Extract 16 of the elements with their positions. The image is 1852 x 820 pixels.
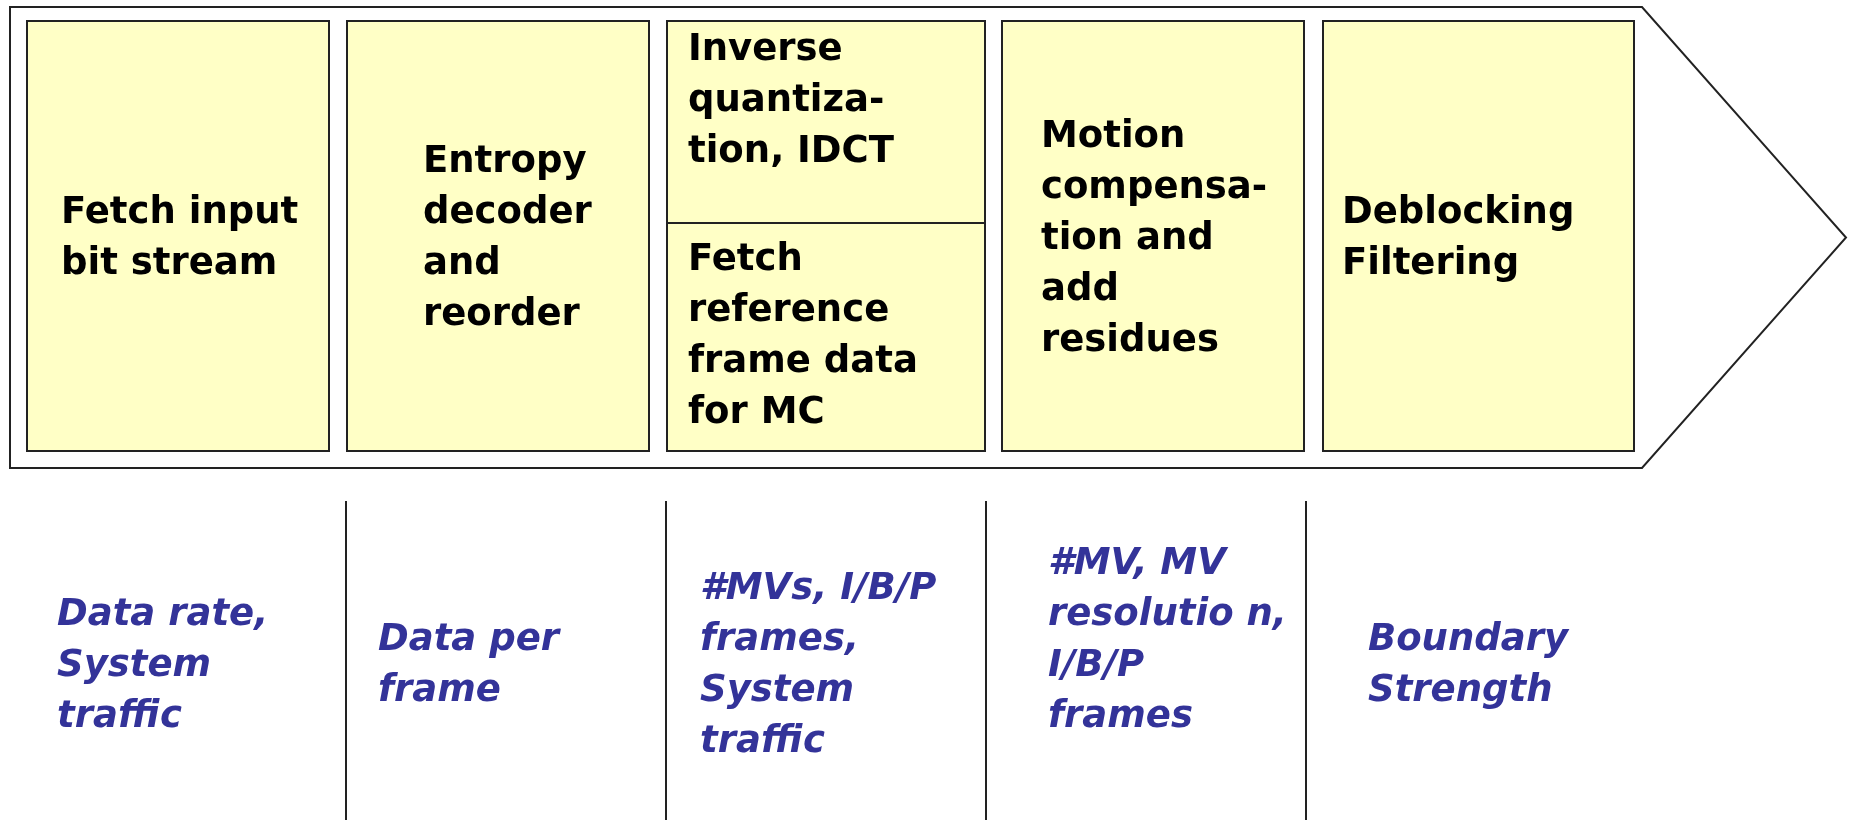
process-text: Deblocking Filtering — [1341, 188, 1576, 285]
process-text: Fetch input bit stream — [60, 188, 300, 285]
metric-label: Data rate, System traffic — [57, 589, 270, 738]
process-box — [346, 20, 650, 452]
metric-label: #MV, MV resolutio n, I/B/P frames — [1048, 539, 1288, 738]
process-text: Entropy decoder and reorder — [422, 137, 593, 336]
process-text: Inverse quantiza- tion, IDCT — [687, 25, 895, 173]
process-box — [1322, 20, 1635, 452]
metric-label: #MVs, I/B/P frames, System traffic — [700, 564, 938, 763]
metric-label: Boundary Strength — [1368, 615, 1570, 712]
process-text: Motion compensa- tion and add residues — [1040, 111, 1269, 362]
process-box — [666, 20, 986, 452]
metric-label: Data per frame — [378, 615, 562, 712]
process-box — [1001, 20, 1305, 452]
process-box — [26, 20, 330, 452]
process-text: Fetch reference frame data for MC — [687, 235, 919, 434]
